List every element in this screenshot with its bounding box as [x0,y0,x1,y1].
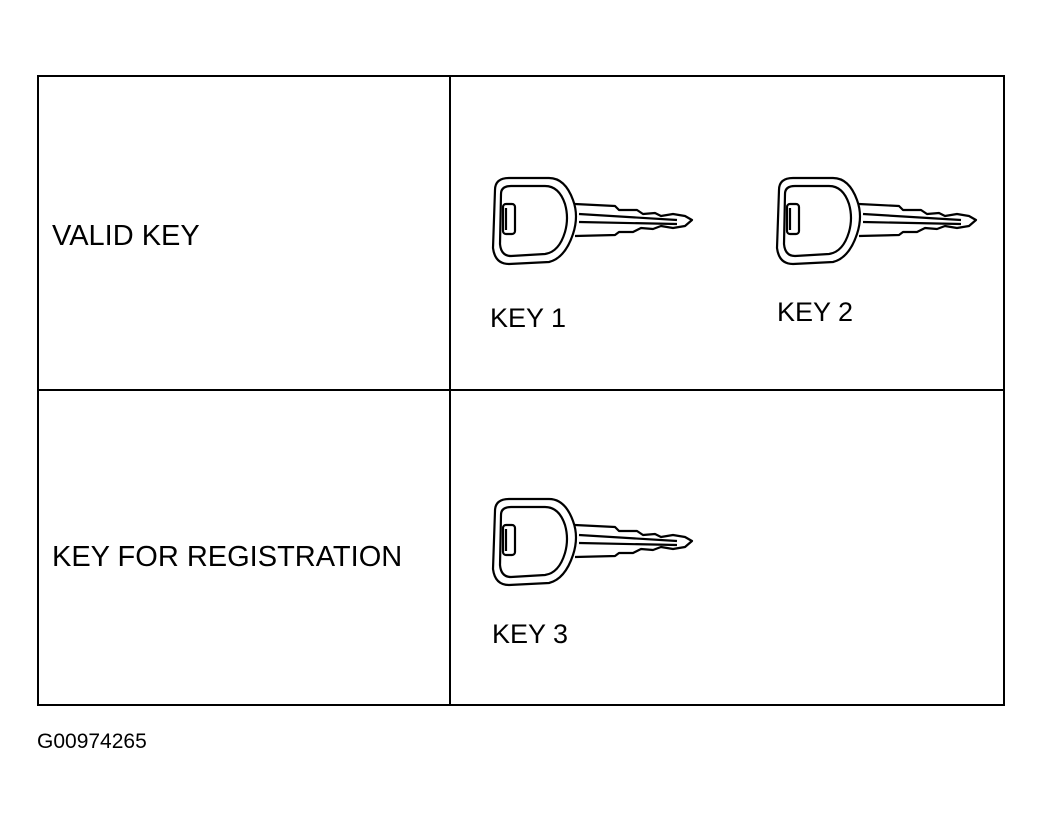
key-label-3: KEY 3 [492,619,569,649]
row-label-key-for-registration: KEY FOR REGISTRATION [52,541,403,573]
key-icon [775,176,978,266]
row-divider [37,389,1005,391]
key-icon [491,176,694,266]
key-label-1: KEY 1 [490,303,567,333]
row-label-valid-key: VALID KEY [52,220,200,252]
figure-id: G00974265 [37,730,147,753]
key-label-2: KEY 2 [777,297,854,327]
key-icon [491,497,694,587]
